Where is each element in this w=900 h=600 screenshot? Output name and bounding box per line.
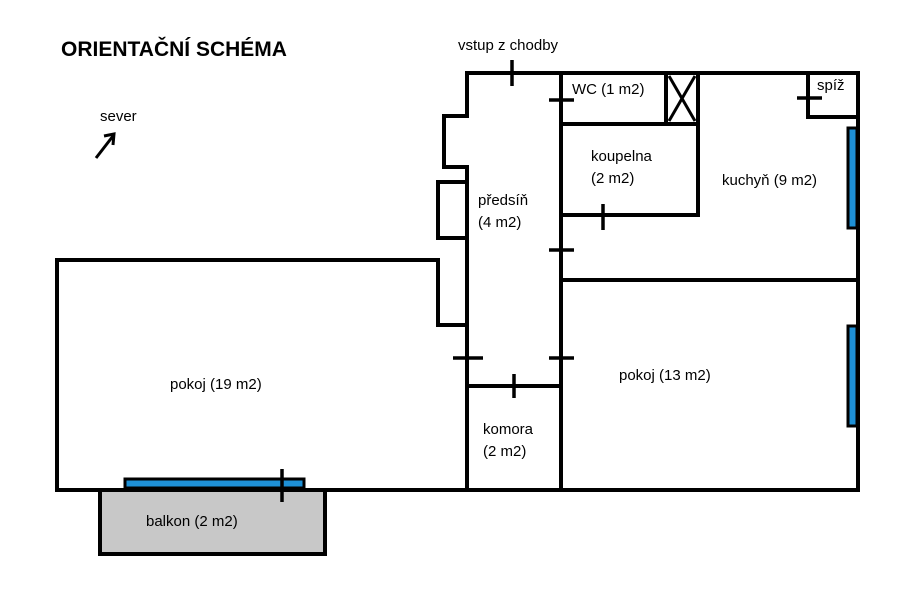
- door-markers: [280, 60, 822, 502]
- page-title: ORIENTAČNÍ SCHÉMA: [61, 37, 287, 61]
- room-area-koupelna: (2 m2): [591, 170, 634, 187]
- room-label-koupelna: koupelna: [591, 148, 653, 165]
- north-arrow-icon: [94, 132, 116, 159]
- room-area-komora: (2 m2): [483, 443, 526, 460]
- room-pokoj-19-walls: [55, 258, 860, 492]
- room-area-predsin: (4 m2): [478, 214, 521, 231]
- room-label-kuchyn: kuchyň (9 m2): [722, 172, 817, 189]
- room-label-predsin: předsíň: [478, 192, 528, 209]
- room-label-pokoj-13: pokoj (13 m2): [619, 367, 711, 384]
- window-room-13: [846, 324, 859, 428]
- room-label-spiz: spíž: [817, 77, 845, 94]
- room-label-balkon: balkon (2 m2): [146, 513, 238, 530]
- room-label-wc: WC (1 m2): [572, 81, 645, 98]
- installation-shaft-icon: [667, 75, 697, 122]
- entrance-label: vstup z chodby: [458, 37, 559, 54]
- hallway-west-wall: [436, 71, 469, 492]
- window-kitchen: [846, 126, 859, 230]
- pantry-walls: [806, 71, 860, 119]
- window-balcony: [123, 477, 306, 490]
- balcony-area: [98, 488, 327, 556]
- compass-label: sever: [100, 108, 137, 125]
- room-label-pokoj-19: pokoj (19 m2): [170, 376, 262, 393]
- room-label-komora: komora: [483, 421, 534, 438]
